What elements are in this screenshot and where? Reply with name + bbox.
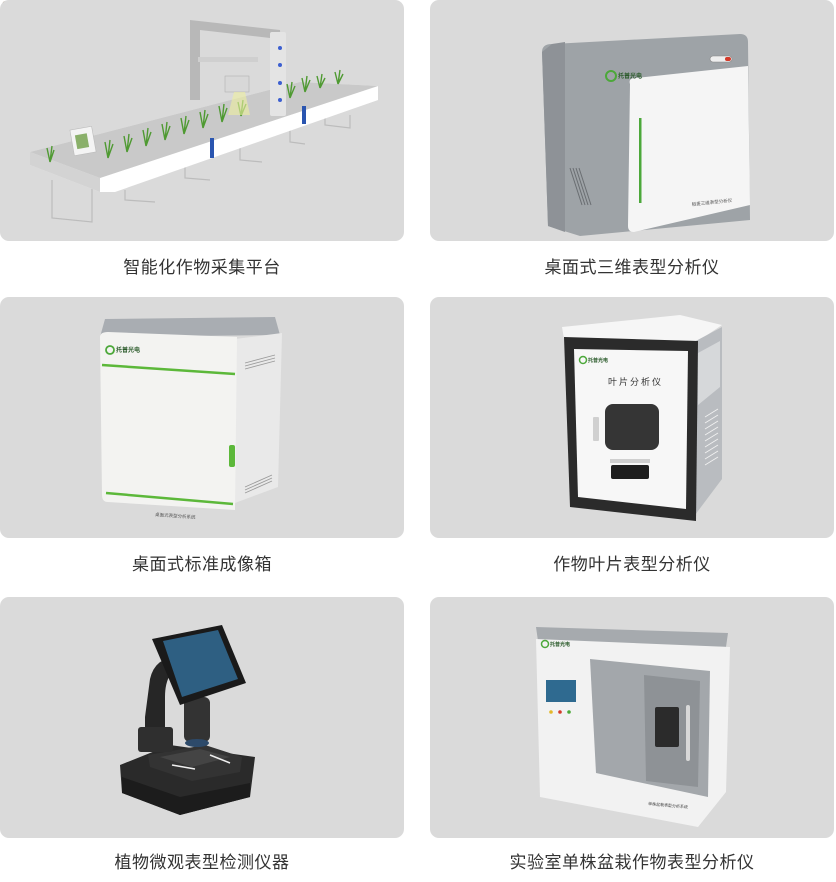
svg-text:单株盆栽表型分析系统: 单株盆栽表型分析系统: [648, 800, 688, 809]
product-card-crop-platform[interactable]: [0, 0, 404, 241]
product-caption[interactable]: 桌面式标准成像箱: [132, 555, 272, 575]
product-card-3d-analyzer[interactable]: 托普光电 稻麦三维表型分析仪: [430, 0, 834, 241]
gantry-platform-image: [0, 0, 378, 223]
brand-logo-text: 托普光电: [116, 346, 140, 354]
microscope-image: [120, 625, 255, 815]
product-caption[interactable]: 植物微观表型检测仪器: [114, 853, 290, 873]
leaf-analyzer-image: 托普光电 叶片分析仪: [562, 315, 722, 521]
product-card-microscope[interactable]: [0, 597, 404, 838]
product-card-leaf-analyzer[interactable]: 托普光电 叶片分析仪: [430, 297, 834, 538]
brand-logo-text: 托普光电: [588, 357, 608, 364]
imaging-box-image: 托普光电 桌面式表型分析系统: [100, 317, 282, 521]
3d-analyzer-image: 托普光电 稻麦三维表型分析仪: [542, 34, 750, 236]
svg-text:桌面式表型分析系统: 桌面式表型分析系统: [155, 511, 196, 521]
product-card-lab-analyzer[interactable]: 托普光电 单株盆栽表型分析系统: [430, 597, 834, 838]
product-caption[interactable]: 作物叶片表型分析仪: [553, 555, 711, 575]
product-caption[interactable]: 智能化作物采集平台: [123, 258, 281, 278]
product-caption[interactable]: 实验室单株盆栽作物表型分析仪: [509, 853, 755, 873]
brand-logo-text: 托普光电: [550, 641, 570, 648]
brand-logo-text: 托普光电: [618, 72, 642, 80]
device-label: 叶片分析仪: [608, 376, 663, 388]
lab-analyzer-image: 托普光电 单株盆栽表型分析系统: [536, 627, 730, 827]
product-caption[interactable]: 桌面式三维表型分析仪: [544, 258, 720, 278]
svg-text:稻麦三维表型分析仪: 稻麦三维表型分析仪: [691, 197, 733, 208]
product-card-imaging-box[interactable]: 托普光电 桌面式表型分析系统: [0, 297, 404, 538]
